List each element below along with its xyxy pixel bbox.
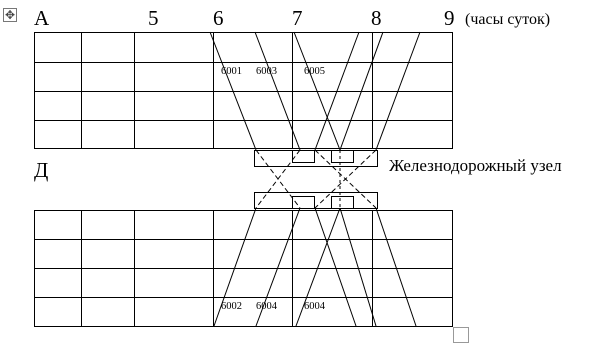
train-label-6003: 6003 — [256, 66, 277, 77]
station-d-label: Д — [34, 158, 49, 182]
train-label-6004-b: 6004 — [304, 301, 325, 312]
train-label-6001: 6001 — [221, 66, 242, 77]
hour-label-7: 7 — [292, 6, 303, 30]
hour-label-9: 9 — [444, 6, 455, 30]
hour-label-6: 6 — [213, 6, 224, 30]
station-a-label: А — [34, 6, 50, 30]
hour-label-5: 5 — [148, 6, 159, 30]
junction-transfers — [255, 149, 377, 209]
move-handle-icon[interactable]: ✥ — [3, 8, 17, 22]
train-lines-top — [209, 31, 421, 151]
train-label-6004-a: 6004 — [256, 301, 277, 312]
resize-handle-icon[interactable] — [453, 327, 469, 343]
train-label-6005: 6005 — [304, 66, 325, 77]
junction-label: Железнодорожный узел — [389, 156, 562, 175]
hours-caption: (часы суток) — [465, 11, 551, 28]
bottom-grid — [34, 210, 453, 327]
train-label-6002: 6002 — [221, 301, 242, 312]
hour-label-8: 8 — [371, 6, 382, 30]
top-grid — [34, 32, 453, 149]
junction-boxes — [254, 150, 378, 209]
train-lines-bottom — [213, 207, 417, 327]
